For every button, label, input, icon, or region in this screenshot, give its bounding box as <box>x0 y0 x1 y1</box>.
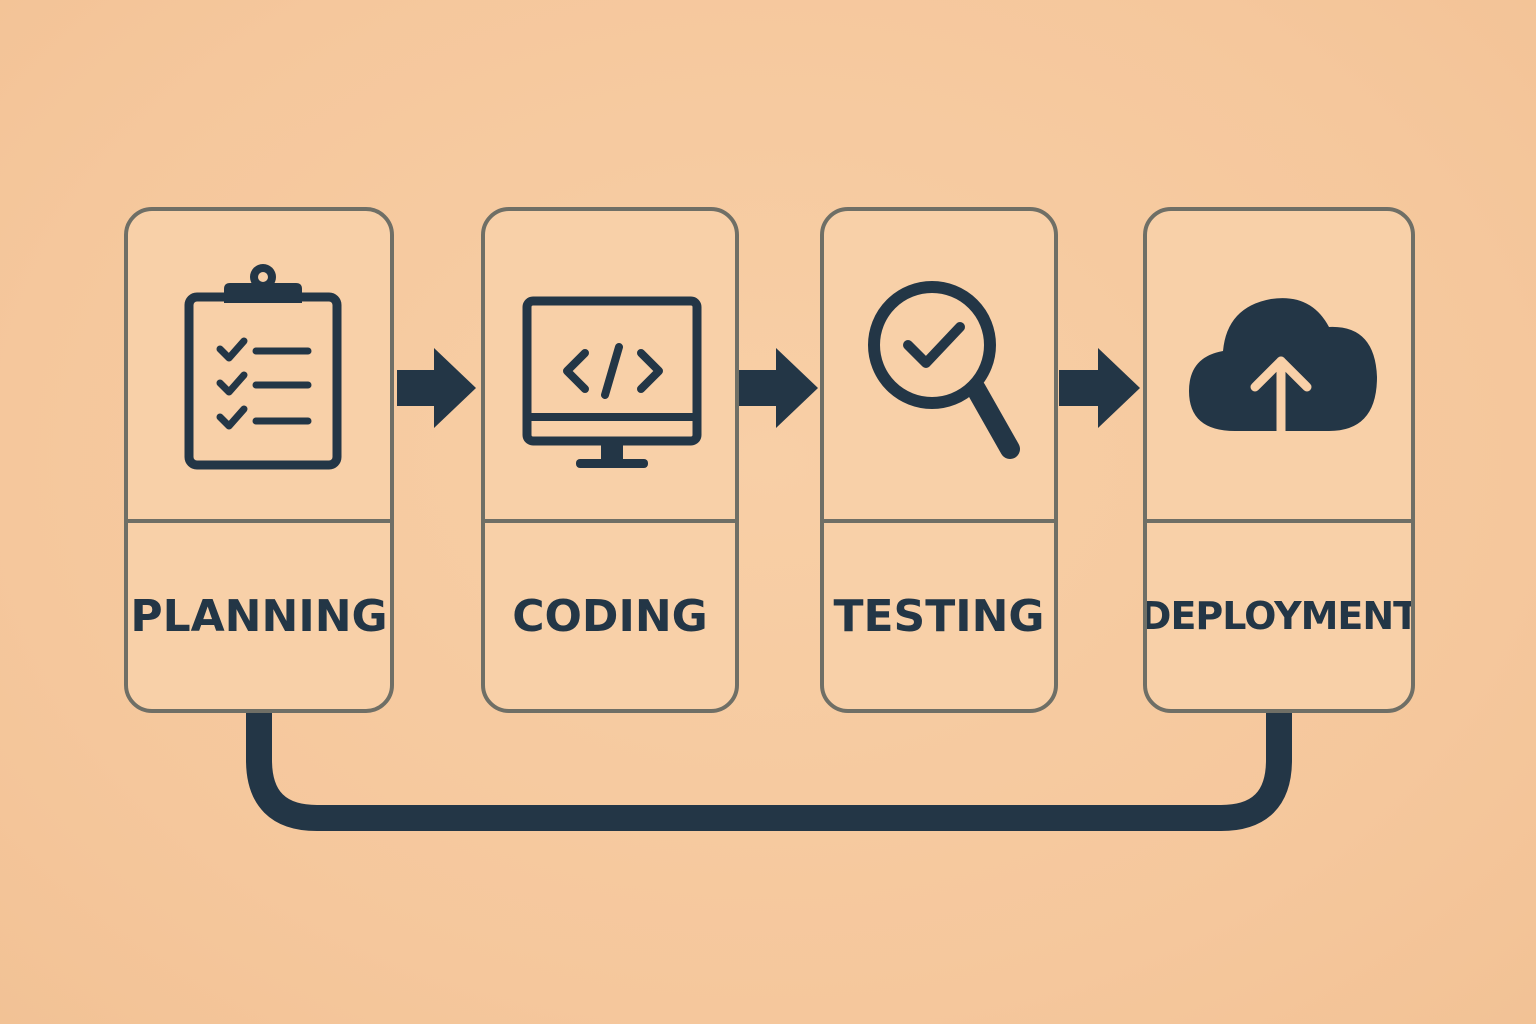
stage-planning-divider <box>128 519 390 523</box>
stage-testing: TESTING <box>820 207 1058 713</box>
stage-deployment-divider <box>1147 519 1411 523</box>
magnifier-check-icon <box>868 281 1020 459</box>
stage-coding-icon-area <box>485 211 735 519</box>
stage-label-coding: CODING <box>512 590 708 642</box>
stage-testing-icon-area <box>824 211 1054 519</box>
stage-testing-divider <box>824 519 1054 523</box>
stage-coding-divider <box>485 519 735 523</box>
stage-planning-icon-area <box>128 211 390 519</box>
stage-planning: PLANNING <box>124 207 394 713</box>
stage-deployment-icon-area <box>1147 211 1411 519</box>
cloud-upload-icon <box>1189 298 1377 436</box>
stage-label-deployment: DEPLOYMENT <box>1143 594 1415 638</box>
arrow-coding-to-testing <box>739 348 818 428</box>
monitor-code-icon <box>522 296 702 468</box>
arrow-planning-to-coding <box>397 348 476 428</box>
arrow-testing-to-deployment <box>1059 348 1140 428</box>
feedback-loop-connector <box>246 712 1292 831</box>
stage-label-testing: TESTING <box>833 590 1045 642</box>
stage-deployment: DEPLOYMENT <box>1143 207 1415 713</box>
stage-coding: CODING <box>481 207 739 713</box>
stage-label-planning: PLANNING <box>130 590 388 642</box>
clipboard-checklist-icon <box>184 264 342 470</box>
